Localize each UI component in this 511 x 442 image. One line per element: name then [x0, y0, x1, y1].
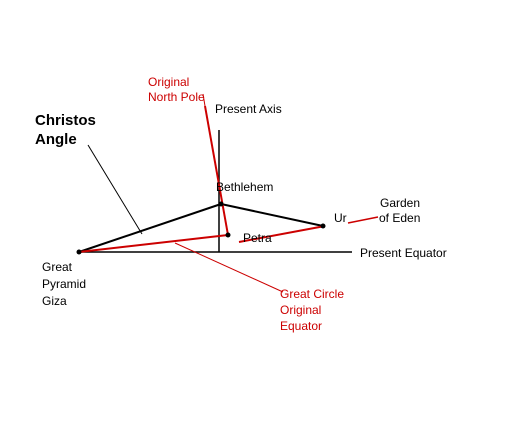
great-circle-pointer — [174, 242, 284, 293]
ur-label: Ur — [334, 211, 347, 225]
great-circle-original-equator-label: Great Circle Original Equator — [280, 287, 347, 333]
present-equator-label: Present Equator — [360, 246, 447, 260]
bethlehem-point — [218, 201, 224, 207]
north-pole-axis-line — [204, 105, 229, 236]
original-equator-line — [78, 234, 229, 253]
garden-of-eden-label: Garden of Eden — [379, 196, 423, 225]
giza-point — [76, 249, 82, 255]
giza-bethlehem-line — [78, 203, 222, 253]
bethlehem-ur-line — [220, 203, 324, 227]
original-north-pole-label: Original North Pole — [148, 75, 205, 104]
great-pyramid-giza-label: Great Pyramid Giza — [42, 260, 89, 308]
ur-point — [320, 223, 326, 229]
north-pole-pointer — [202, 93, 206, 107]
petra-point — [225, 232, 231, 238]
christos-angle-label: Christos Angle — [35, 112, 100, 148]
christos-angle-pointer — [87, 144, 143, 235]
present-axis-label: Present Axis — [215, 102, 282, 116]
garden-of-eden-pointer — [347, 216, 379, 224]
petra-ur-line — [238, 225, 326, 243]
bethlehem-label: Bethlehem — [216, 180, 273, 194]
petra-label: Petra — [243, 231, 272, 245]
